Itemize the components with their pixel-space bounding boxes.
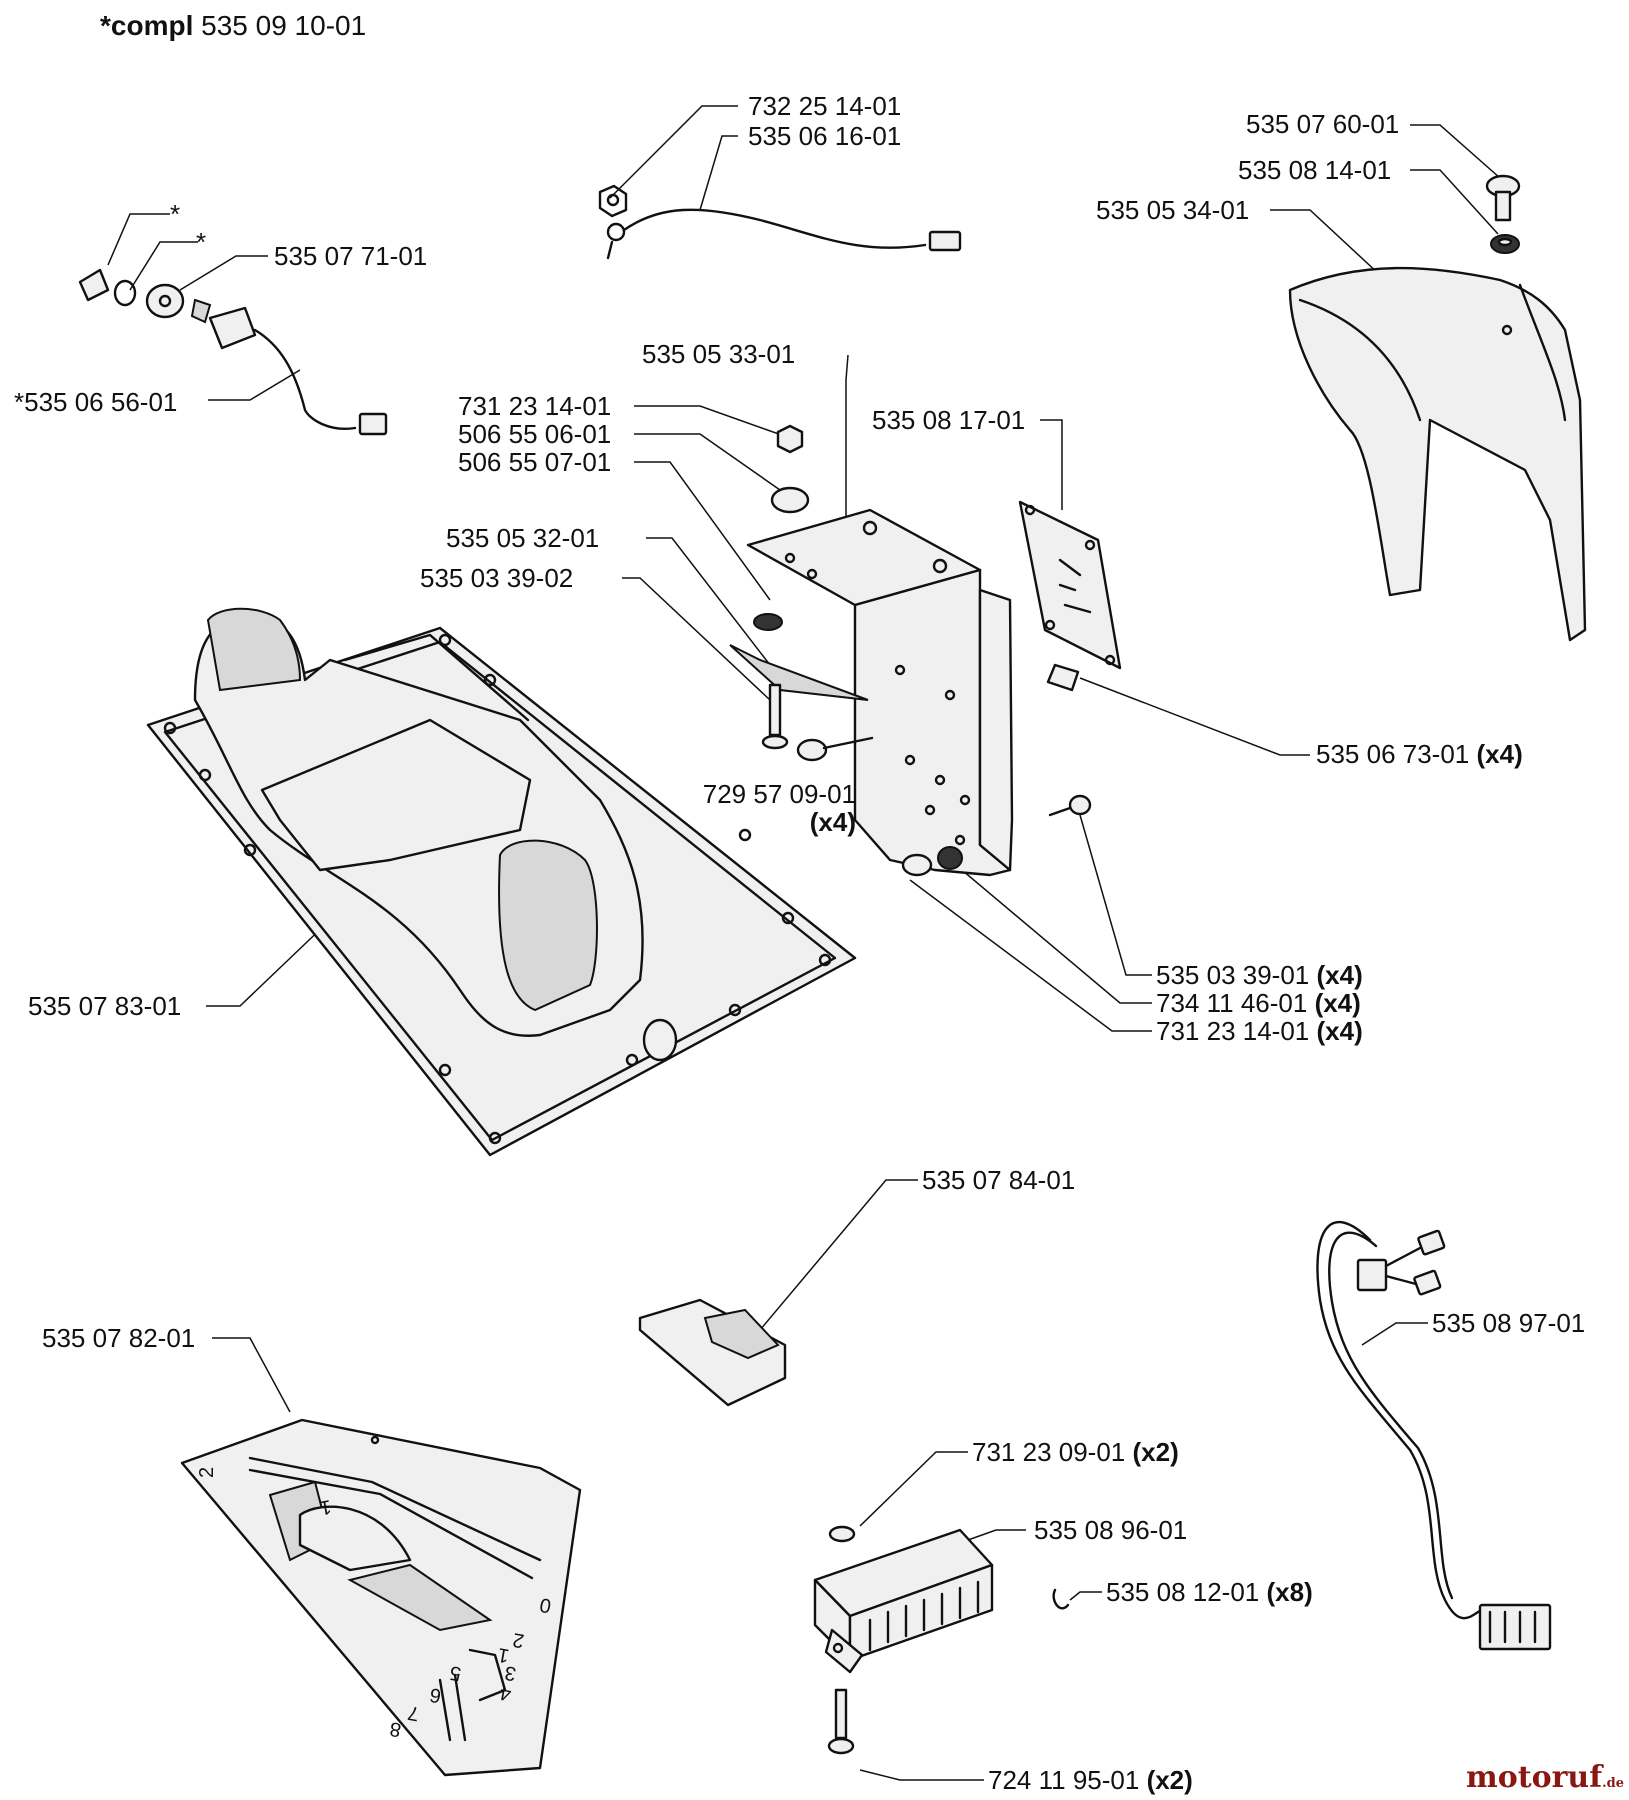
circuit-plate-drawing (1018, 500, 1122, 670)
part-label: 535 08 96-01 (1034, 1516, 1187, 1544)
part-label: 535 07 71-01 (274, 242, 427, 270)
part-label: 731 23 14-01 (x4) (1156, 1017, 1363, 1045)
part-number: 535 08 12-01 (1106, 1577, 1260, 1607)
part-label: 535 08 12-01 (x8) (1106, 1578, 1313, 1606)
part-number: 535 07 82-01 (42, 1323, 196, 1353)
part-number: 506 55 07-01 (458, 447, 612, 477)
part-number: *535 06 56-01 (14, 387, 178, 417)
toggle-switch-drawing (78, 268, 388, 436)
part-number: 535 06 16-01 (748, 121, 902, 151)
part-number: 535 06 73-01 (1316, 739, 1470, 769)
shift-mark-0: 2 (196, 1467, 218, 1478)
cover-drawing (1288, 174, 1587, 642)
part-label: 535 05 34-01 (1096, 196, 1249, 224)
part-quantity: (x2) (1132, 1437, 1179, 1467)
part-label: 535 03 39-02 (420, 564, 573, 592)
part-label: 535 07 83-01 (28, 992, 181, 1020)
part-number: 729 57 09-01 (702, 779, 856, 809)
part-label: 506 55 07-01 (458, 448, 611, 476)
bracket-drawing (729, 424, 1092, 877)
shift-mark-10: 8 (388, 1717, 403, 1741)
part-quantity: (x4) (809, 807, 856, 837)
part-number: 731 23 14-01 (458, 391, 612, 421)
shift-mark-2: 0 (538, 1593, 553, 1617)
shift-mark-9: 7 (406, 1701, 421, 1725)
part-label: 535 06 73-01 (x4) (1316, 740, 1523, 768)
part-label: 535 08 14-01 (1238, 156, 1391, 184)
shift-mark-8: 6 (428, 1683, 443, 1707)
part-label: 724 11 95-01 (x2) (988, 1766, 1193, 1794)
part-label: 535 07 60-01 (1246, 110, 1399, 138)
part-number: 732 25 14-01 (748, 91, 902, 121)
shift-mark-3: 2 (511, 1628, 526, 1652)
part-label: 729 57 09-01(x4) (690, 780, 856, 836)
wire-harness-drawing (1316, 1220, 1552, 1651)
part-number: 535 08 17-01 (872, 405, 1026, 435)
part-number: 535 07 83-01 (28, 991, 182, 1021)
shift-mark-7: 5 (448, 1661, 463, 1685)
shift-mark-6: 4 (498, 1681, 513, 1705)
part-quantity: (x8) (1266, 1577, 1313, 1607)
shift-mark-1: 1 (318, 1495, 333, 1519)
part-number: 724 11 95-01 (988, 1765, 1140, 1795)
part-number: 535 08 97-01 (1432, 1308, 1586, 1338)
part-number: 535 03 39-01 (1156, 960, 1310, 990)
part-number: 535 07 71-01 (274, 241, 428, 271)
assembly-title-bold: *compl (100, 10, 194, 41)
shift-markings: 2 1 0 2 1 3 4 5 6 7 8 (196, 1467, 553, 1741)
shift-mark-4: 1 (496, 1643, 511, 1667)
part-label: * (196, 228, 206, 256)
brand-name: motoruf (1466, 1760, 1603, 1795)
small-cover-drawing (638, 1298, 787, 1407)
part-label: 535 07 84-01 (922, 1166, 1075, 1194)
part-number: 731 23 09-01 (972, 1437, 1126, 1467)
part-label: 535 03 39-01 (x4) (1156, 961, 1363, 989)
part-number: * (170, 199, 181, 229)
part-quantity: (x2) (1146, 1765, 1193, 1795)
part-label: 506 55 06-01 (458, 420, 611, 448)
part-number: 535 08 96-01 (1034, 1515, 1188, 1545)
shift-mark-5: 3 (503, 1661, 518, 1685)
leader-lines (107, 105, 1501, 1781)
assembly-title-number: 535 09 10-01 (201, 10, 367, 41)
part-number: 535 07 60-01 (1246, 109, 1400, 139)
part-number: 535 05 34-01 (1096, 195, 1250, 225)
part-number: 731 23 14-01 (1156, 1016, 1310, 1046)
brand-suffix: .de (1602, 1776, 1625, 1791)
part-label: 731 23 09-01 (x2) (972, 1438, 1179, 1466)
terminal-block-drawing (813, 1525, 1070, 1755)
part-number: 734 11 46-01 (1156, 988, 1308, 1018)
part-number: 535 05 32-01 (446, 523, 600, 553)
part-label: 535 08 17-01 (872, 406, 1025, 434)
part-quantity: (x4) (1476, 739, 1523, 769)
part-label: 535 08 97-01 (1432, 1309, 1585, 1337)
part-label: * (170, 200, 180, 228)
part-quantity: (x4) (1314, 988, 1361, 1018)
part-label: *535 06 56-01 (14, 388, 177, 416)
part-number: * (196, 227, 207, 257)
part-quantity: (x4) (1316, 960, 1363, 990)
cable-with-terminal-drawing (598, 184, 962, 260)
part-label: 535 06 16-01 (748, 122, 901, 150)
part-label: 734 11 46-01 (x4) (1156, 989, 1361, 1017)
part-label: 731 23 14-01 (458, 392, 611, 420)
part-number: 506 55 06-01 (458, 419, 612, 449)
part-label: 535 07 82-01 (42, 1324, 195, 1352)
part-number: 535 03 39-02 (420, 563, 574, 593)
part-number: 535 05 33-01 (642, 339, 796, 369)
brand-logo: motoruf.de (1466, 1760, 1624, 1795)
assembly-title: *compl 535 09 10-01 (100, 10, 366, 42)
housing-drawing (146, 607, 857, 1157)
shift-plate-drawing (180, 1418, 582, 1777)
part-number: 535 08 14-01 (1238, 155, 1392, 185)
part-label: 732 25 14-01 (748, 92, 901, 120)
part-quantity: (x4) (1316, 1016, 1363, 1046)
part-label: 535 05 32-01 (446, 524, 599, 552)
part-number: 535 07 84-01 (922, 1165, 1076, 1195)
part-label: 535 05 33-01 (642, 340, 795, 368)
